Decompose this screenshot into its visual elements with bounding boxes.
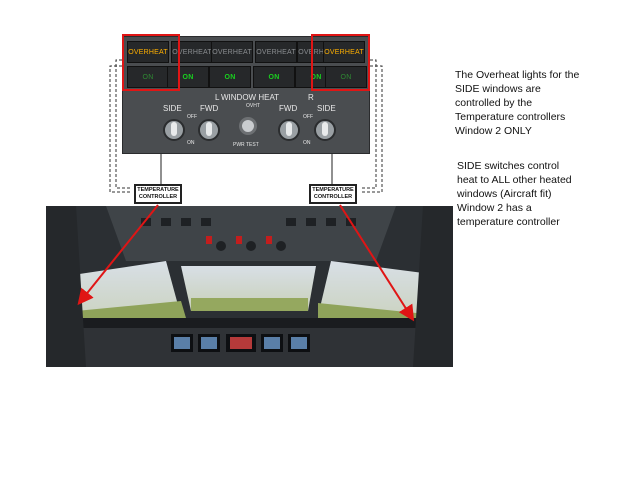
arrow-right: [339, 204, 415, 322]
on-light-right-side: ON: [325, 66, 367, 88]
off-label: OFF: [303, 114, 313, 120]
off-label: OFF: [187, 114, 197, 120]
side-right-label: SIDE: [317, 104, 336, 113]
caption-line: Window 2 has a: [457, 202, 532, 214]
temperature-controller-right: TEMPERATURE CONTROLLER: [309, 184, 357, 204]
on-light-3: ON: [253, 66, 295, 88]
controller-label-line1: TEMPERATURE: [137, 187, 179, 193]
caption-line: controlled by the: [455, 97, 533, 109]
fwd-left-switch[interactable]: [198, 119, 220, 141]
controller-label-line1: TEMPERATURE: [312, 187, 354, 193]
temperature-controller-left: TEMPERATURE CONTROLLER: [134, 184, 182, 204]
fwd-right-label: FWD: [279, 104, 298, 113]
ovht-label: OVHT: [246, 103, 260, 109]
right-label: R: [308, 93, 314, 102]
side-left-label: SIDE: [163, 104, 182, 113]
pwr-test-button[interactable]: [239, 117, 257, 135]
caption-side-switches: SIDE switches control heat to ALL other …: [457, 159, 572, 229]
highlight-right-overheat: [311, 34, 370, 91]
panel-title: WINDOW HEAT: [221, 93, 280, 102]
caption-line: SIDE switches control: [457, 160, 560, 172]
controller-label-line2: CONTROLLER: [313, 194, 353, 200]
caption-line: The Overheat lights for the: [455, 69, 580, 81]
side-right-switch[interactable]: [314, 119, 336, 141]
on-label: ON: [303, 140, 311, 146]
overheat-light-right-side: OVERHEAT: [323, 41, 365, 63]
caption-line: heat to ALL other heated: [457, 174, 572, 186]
pwr-test-label: PWR TEST: [233, 142, 259, 148]
on-light-left-fwd: ON: [167, 66, 209, 88]
fwd-right-switch[interactable]: [278, 119, 300, 141]
highlight-left-overheat: [122, 34, 180, 91]
overheat-light-3: OVERHEAT: [255, 41, 297, 63]
fwd-left-label: FWD: [200, 104, 219, 113]
cockpit-photo: [46, 206, 453, 367]
caption-line: windows (Aircraft fit): [457, 188, 552, 200]
overheat-light-left-side: OVERHEAT: [127, 41, 169, 63]
on-light-left-side: ON: [127, 66, 169, 88]
left-label: L: [215, 93, 220, 102]
caption-line: temperature controller: [457, 216, 560, 228]
window-heat-panel: OVERHEAT OVERHEAT OVERHEAT OVERHEAT OVER…: [122, 36, 370, 154]
caption-line: Window 2 ONLY: [455, 125, 532, 137]
controller-label-line2: CONTROLLER: [138, 194, 178, 200]
caption-line: SIDE windows are: [455, 83, 541, 95]
side-left-switch[interactable]: [163, 119, 185, 141]
caption-overheat: The Overheat lights for the SIDE windows…: [455, 68, 579, 138]
overheat-light-left-fwd: OVERHEAT: [171, 41, 213, 63]
arrow-left: [77, 204, 159, 306]
overheat-light-2: OVERHEAT: [211, 41, 253, 63]
caption-line: Temperature controllers: [455, 111, 566, 123]
on-light-2: ON: [209, 66, 251, 88]
on-label: ON: [187, 140, 195, 146]
